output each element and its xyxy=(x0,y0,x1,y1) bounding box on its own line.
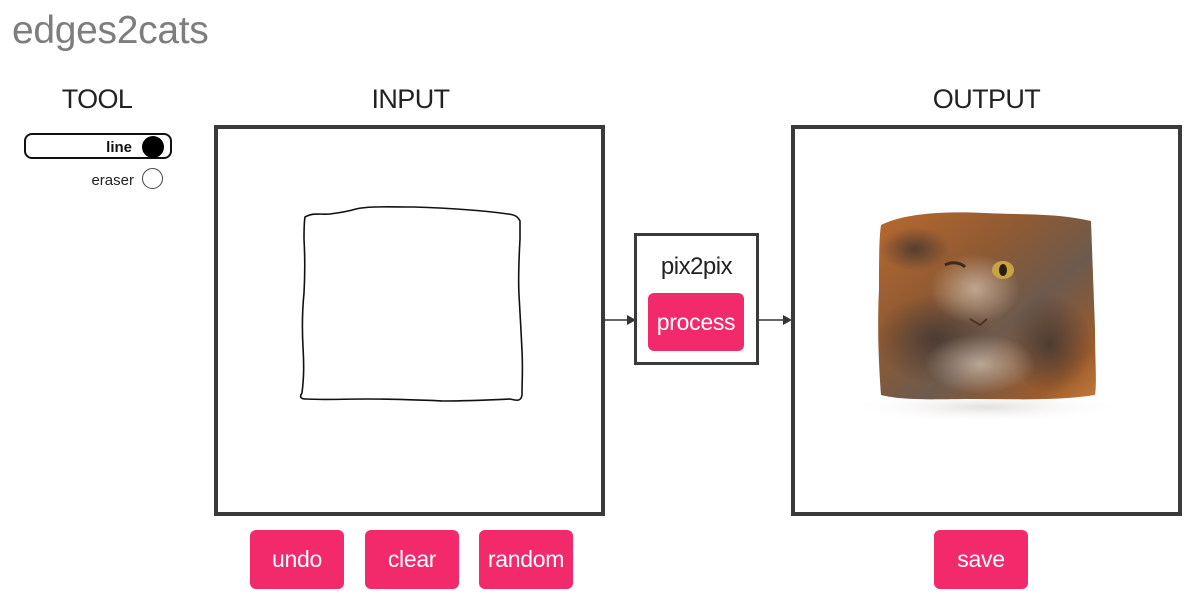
output-image-canvas xyxy=(791,125,1182,516)
model-name: pix2pix xyxy=(660,253,733,280)
tool-option-line[interactable]: line xyxy=(24,133,172,159)
input-drawing-canvas[interactable] xyxy=(214,125,605,516)
tool-option-line-label: line xyxy=(106,139,132,156)
random-button[interactable]: random xyxy=(479,530,573,589)
arrow-right-icon xyxy=(603,315,636,325)
input-sketch xyxy=(299,206,524,402)
eraser-radio-icon[interactable] xyxy=(142,168,163,189)
app-title: edges2cats xyxy=(12,9,209,52)
pix2pix-model-box: pix2pix process xyxy=(634,233,759,365)
tool-option-eraser-label: eraser xyxy=(91,172,134,189)
save-button[interactable]: save xyxy=(934,530,1028,589)
tool-option-eraser[interactable]: eraser xyxy=(24,167,172,193)
undo-button[interactable]: undo xyxy=(250,530,344,589)
tool-heading: TOOL xyxy=(61,84,133,114)
clear-button[interactable]: clear xyxy=(365,530,459,589)
input-heading: INPUT xyxy=(371,84,450,114)
arrow-right-icon xyxy=(757,315,792,325)
generated-cat-image xyxy=(845,212,1125,423)
output-heading: OUTPUT xyxy=(932,84,1041,114)
process-button[interactable]: process xyxy=(648,293,744,351)
line-radio-selected-icon[interactable] xyxy=(142,136,164,158)
